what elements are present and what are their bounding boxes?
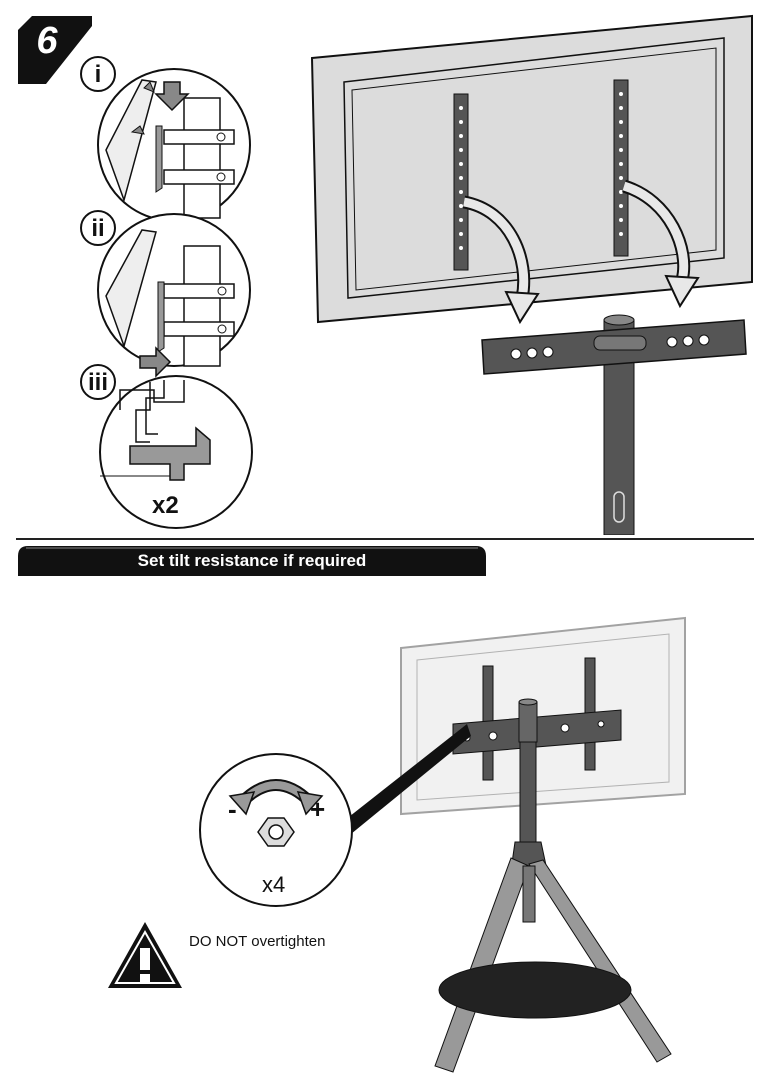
- stand-upper-pole: [519, 741, 537, 843]
- tripod-legs: [434, 841, 672, 1073]
- step-number: 6: [36, 20, 58, 62]
- section-divider: [16, 538, 754, 540]
- tilt-knob-detail: [199, 753, 353, 907]
- tv-bracket-arm-left: [453, 93, 469, 271]
- hook-detail-illustrations: [97, 68, 253, 529]
- substep-label-i: i: [80, 56, 116, 92]
- nut-icon: [257, 817, 295, 847]
- substep-label-ii: ii: [80, 210, 116, 246]
- detail-circle-i: [97, 68, 251, 222]
- step-badge: [18, 16, 92, 84]
- tilt-bracket: [452, 657, 622, 781]
- easel-stand-illustration: [345, 616, 686, 1073]
- callout-pointer: [345, 724, 471, 834]
- substep-label-iii: iii: [80, 364, 116, 400]
- minus-sign: -: [228, 794, 237, 824]
- hang-arrow-right: [621, 179, 700, 309]
- stand-shelf: [438, 961, 632, 1019]
- section-title: Set tilt resistance if required: [137, 551, 367, 570]
- rotate-arrow-icon: [228, 779, 324, 816]
- quantity-label-x2: x2: [152, 492, 179, 519]
- detail-circle-ii: [97, 213, 251, 378]
- detail-circle-iii: [99, 375, 253, 529]
- tv-mount-illustration: [310, 14, 753, 535]
- mounting-plate: [481, 319, 747, 375]
- quantity-label-x4: x4: [262, 872, 286, 897]
- section-banner: [18, 546, 486, 576]
- tv-panel: [310, 14, 753, 324]
- tv-bracket-arm-right: [613, 79, 629, 257]
- hang-arrow-left: [462, 195, 540, 325]
- warning-text: DO NOT overtighten: [189, 933, 326, 950]
- warning-icon: [108, 922, 182, 988]
- plus-sign: +: [310, 794, 326, 824]
